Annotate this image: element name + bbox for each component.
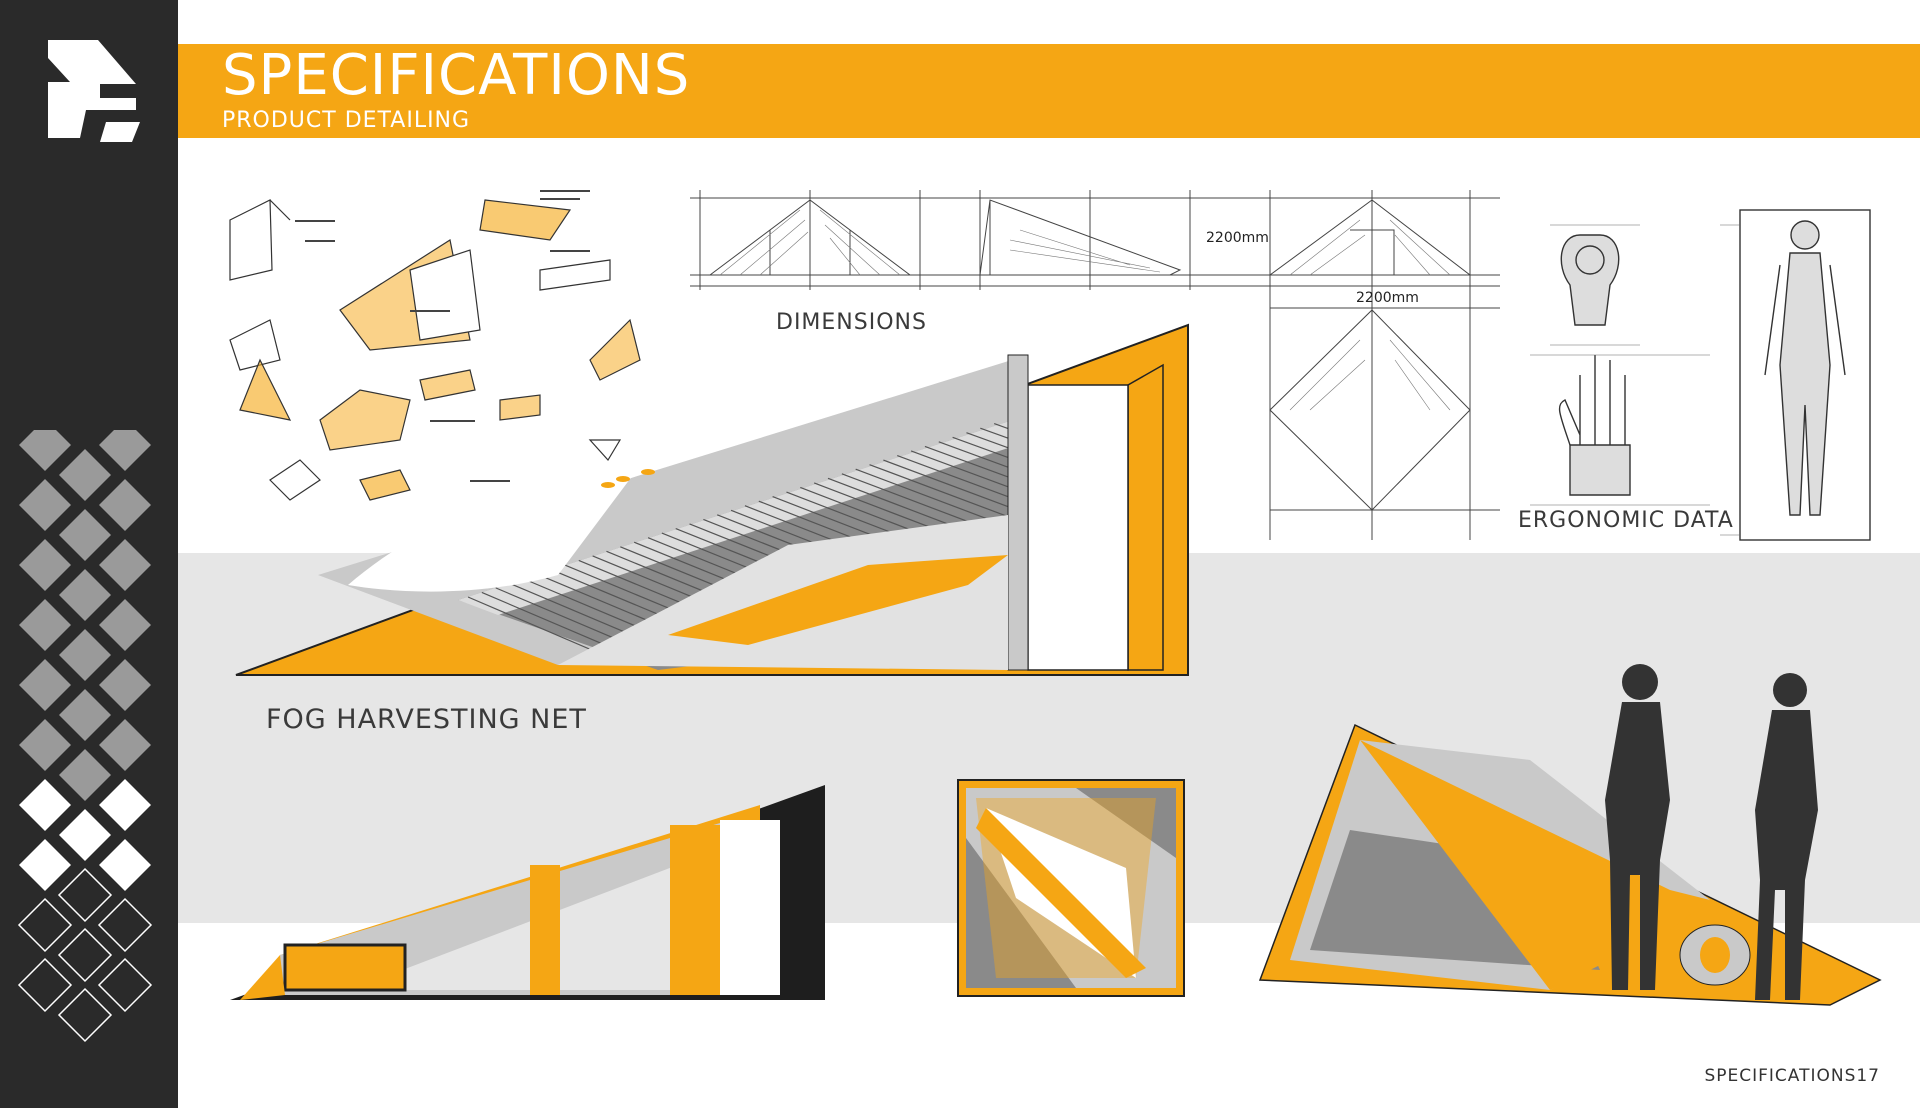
ergonomic-drawings [1530, 209, 1871, 541]
page-title: SPECIFICATIONS [222, 43, 691, 108]
tent-perspective-render [1258, 664, 1882, 1006]
concept-sketches [229, 190, 641, 501]
dimension-height-label: 2200mm [1206, 230, 1269, 246]
tent-top-view [957, 779, 1185, 997]
sidebar [0, 0, 178, 1108]
tent-side-render [235, 323, 1189, 676]
tent-section-render [230, 785, 825, 1000]
dimension-width-label: 2200mm [1356, 290, 1419, 306]
fog-harvesting-net-label: FOG HARVESTING NET [266, 704, 587, 735]
dimensions-label: DIMENSIONS [776, 310, 927, 335]
page-footer: SPECIFICATIONS17 [1704, 1066, 1880, 1086]
ergonomic-data-label: ERGONOMIC DATA [1518, 508, 1734, 533]
human-silhouette-icon [1605, 664, 1818, 1000]
header-bar [178, 44, 1920, 138]
dimension-drawings [690, 190, 1500, 540]
diamond-pattern-icon [17, 430, 153, 1043]
page-subtitle: PRODUCT DETAILING [222, 108, 471, 133]
brand-logo-icon [48, 40, 140, 142]
